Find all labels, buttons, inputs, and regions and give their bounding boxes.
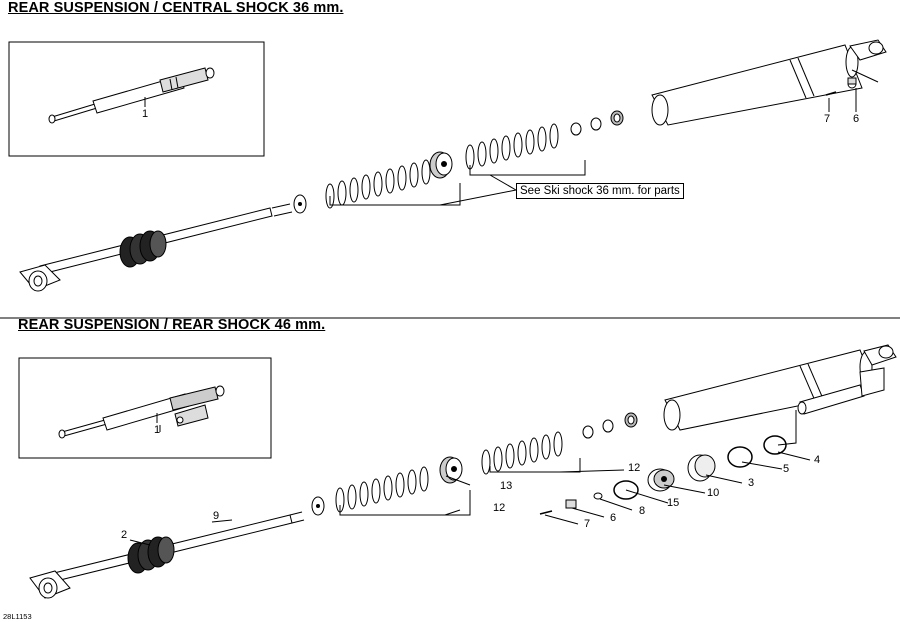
callout-3-rear: 3 xyxy=(748,477,755,489)
callout-8-rear: 8 xyxy=(639,505,646,517)
callout-1-central: 1 xyxy=(142,108,149,120)
inset-shock-rear xyxy=(59,386,224,438)
see-ski-shock-note: See Ski shock 36 mm. for parts xyxy=(516,183,684,199)
rear-small-parts xyxy=(540,436,786,514)
spring-upper-rear xyxy=(481,431,563,475)
spring-upper-central xyxy=(465,123,559,170)
section-title-rear: REAR SUSPENSION / REAR SHOCK 46 mm. xyxy=(18,317,326,333)
callout-12-upper-rear: 12 xyxy=(628,462,641,474)
callout-9-rear: 9 xyxy=(213,510,220,522)
spring-lower-central xyxy=(325,159,431,209)
callout-2-rear: 2 xyxy=(121,529,128,541)
shock-body-central xyxy=(652,40,886,125)
callout-12-lower-rear: 12 xyxy=(493,502,506,514)
callout-6-rear: 6 xyxy=(610,512,617,524)
callout-7-central: 7 xyxy=(824,113,831,125)
drawing-code: 28L1153 xyxy=(3,612,32,621)
callout-1-rear: 1 xyxy=(154,424,161,436)
shaft-assembly-central xyxy=(20,204,292,291)
section-title-central: REAR SUSPENSION / CENTRAL SHOCK 36 mm. xyxy=(8,0,344,16)
shock-body-rear xyxy=(664,345,896,430)
shaft-assembly-rear xyxy=(30,512,304,598)
callout-15-rear: 15 xyxy=(667,497,680,509)
inset-shock-central xyxy=(49,68,214,123)
spring-seat-rear xyxy=(440,457,462,483)
callout-7-rear: 7 xyxy=(584,518,591,530)
callout-13-rear: 13 xyxy=(500,480,513,492)
spring-lower-rear xyxy=(335,466,429,513)
callout-6-central: 6 xyxy=(853,113,860,125)
callout-5-rear: 5 xyxy=(783,463,790,475)
spring-seat-central xyxy=(430,152,452,178)
callout-10-rear: 10 xyxy=(707,487,720,499)
callout-4-rear: 4 xyxy=(814,454,821,466)
